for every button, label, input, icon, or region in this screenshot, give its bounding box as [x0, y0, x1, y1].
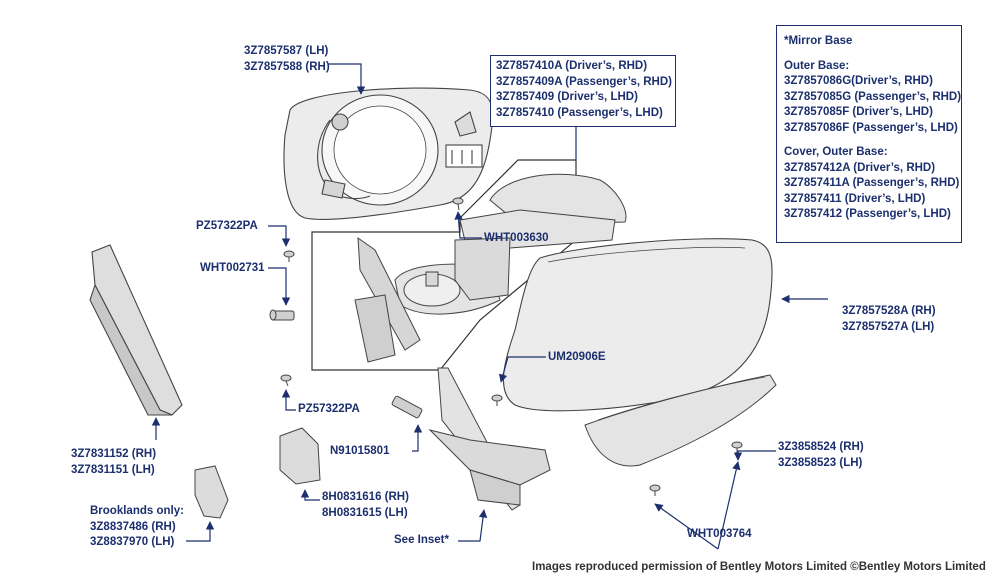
inset-outer-list: 3Z7857086G(Driver’s, RHD)3Z7857085G (Pas… [784, 75, 962, 134]
brooklands-part [194, 465, 229, 519]
screw-bottom-left-icon [649, 484, 661, 496]
inset-cover-heading: Cover, Outer Base: [784, 146, 888, 158]
leader-lines [151, 63, 828, 550]
callout-screw-upper: PZ57322PA [196, 220, 258, 232]
callout-screw-lower: PZ57322PA [298, 403, 360, 415]
screw-lower-icon [280, 374, 292, 387]
screw-upper-icon [283, 250, 295, 262]
inset-title: *Mirror Base [784, 35, 853, 47]
callout-cover: 3Z7857528A (RH)3Z7857527A (LH) [842, 305, 936, 333]
callout-nut-bolt: N91015801 [330, 445, 390, 457]
fasteners [269, 197, 743, 496]
screw-motor-icon [452, 197, 464, 211]
callout-clip: UM20906E [548, 351, 606, 363]
mirror-base-inset: *Mirror Base Outer Base: 3Z7857086G(Driv… [776, 25, 962, 243]
callout-glass: 3Z7857410A (Driver’s, RHD)3Z7857409A (Pa… [490, 55, 676, 127]
screw-bottom-right-icon [731, 441, 743, 454]
mirror-base-part [428, 367, 551, 511]
bracket-part [279, 427, 321, 485]
copyright-credit: Images reproduced permission of Bentley … [532, 561, 986, 573]
motor-adjuster-group [311, 159, 627, 371]
callout-inset: See Inset* [394, 534, 449, 546]
inset-cover-list: 3Z7857412A (Driver’s, RHD)3Z7857411A (Pa… [784, 161, 960, 221]
inset-outer-heading: Outer Base: [784, 59, 850, 72]
callout-triangle: 3Z7831152 (RH)3Z7831151 (LH) [71, 448, 157, 476]
bolt-mid-icon [269, 309, 295, 321]
callout-screws-bottom: WHT003764 [687, 528, 752, 540]
mirror-glass-housing [283, 87, 494, 220]
callout-brooklands: Brooklands only:3Z8837486 (RH)3Z8837970 … [90, 505, 184, 548]
clip-icon [491, 394, 503, 406]
callout-screw-motor: WHT003630 [484, 232, 549, 244]
triangle-trim [89, 244, 183, 416]
callout-lamp: 3Z3858524 (RH)3Z3858523 (LH) [778, 441, 864, 469]
callout-bracket: 8H0831616 (RH)8H0831615 (LH) [322, 491, 409, 519]
nut-bolt-icon [391, 395, 423, 419]
lamp-bar [584, 374, 777, 467]
callout-bolt-mid: WHT002731 [200, 262, 265, 274]
callout-cap-trim: 3Z7857587 (LH)3Z7857588 (RH) [244, 45, 330, 73]
